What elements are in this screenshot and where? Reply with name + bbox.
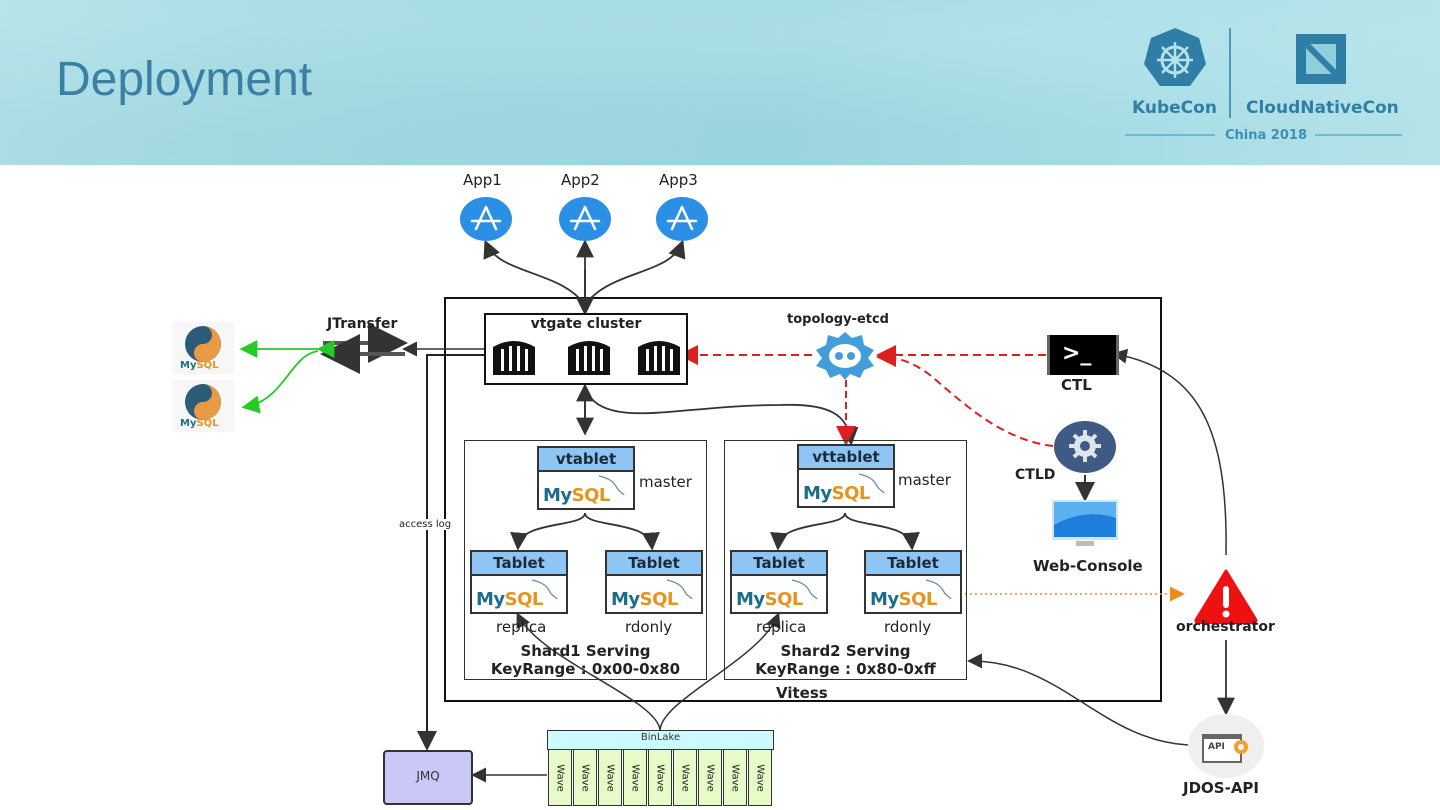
mysql-icon	[185, 326, 221, 362]
gear-icon	[1054, 421, 1116, 473]
shard1-keyrange: KeyRange : 0x00-0x80	[490, 660, 681, 678]
shard2-title: Shard2 Serving	[780, 642, 911, 660]
ctld-label: CTLD	[1015, 467, 1056, 483]
tablet-header: Tablet	[732, 552, 826, 576]
conference-logo: KubeCon CloudNativeCon China 2018	[1120, 20, 1420, 150]
external-mysql-1: MySQL	[172, 322, 234, 374]
jdos-api-label: JDOS-API	[1183, 779, 1259, 797]
mysql-logo: MySQL	[476, 589, 543, 610]
edge-vtgate-shard2	[586, 392, 859, 446]
vtgate-label: vtgate cluster	[530, 316, 642, 332]
shard2-replica-role: replica	[756, 618, 807, 636]
jmq-queue: JMQ	[383, 750, 473, 805]
mysql-logo: MySQL	[736, 589, 803, 610]
mysql-logo: MySQL	[803, 483, 870, 504]
header-banner	[0, 0, 1440, 165]
shard1-replica-role: replica	[496, 618, 547, 636]
mysql-icon	[185, 384, 221, 420]
binlake-header: BinLake	[547, 730, 774, 750]
wave-node: Wave	[698, 749, 722, 806]
shard1-title: Shard1 Serving	[520, 642, 651, 660]
tablet-header: Tablet	[607, 552, 701, 576]
slide-title: Deployment	[56, 53, 313, 106]
shard2-master-vttablet: vttablet MySQL	[797, 444, 895, 508]
wave-node: Wave	[548, 749, 572, 806]
tablet-header: Tablet	[866, 552, 960, 576]
monitor-icon	[1052, 500, 1118, 546]
etcd-robot-icon	[816, 332, 874, 380]
jtransfer-label: JTransfer	[327, 316, 398, 332]
binlake-label: BinLake	[640, 732, 681, 743]
api-gear-icon	[1234, 740, 1248, 754]
shard1-rdonly-tablet: Tablet MySQL	[605, 550, 703, 614]
app-store-icon	[559, 197, 611, 241]
mysql-sql: SQL	[196, 360, 219, 371]
shard2-rdonly-role: rdonly	[884, 618, 932, 636]
mysql-my: My	[180, 360, 197, 371]
warning-icon	[1194, 569, 1258, 624]
app-store-icon	[460, 197, 512, 241]
edge-vtgate-app3	[584, 239, 686, 306]
access-log-label: access log	[398, 519, 453, 530]
shard2-master-role: master	[898, 471, 951, 489]
app3-label: App3	[659, 171, 698, 189]
gate-icon	[638, 341, 680, 375]
wave-node: Wave	[748, 749, 772, 806]
shard2-rdonly-tablet: Tablet MySQL	[864, 550, 962, 614]
api-badge: API	[1208, 742, 1225, 752]
jdos-api-node: API	[1188, 714, 1264, 778]
ctl-label: CTL	[1061, 376, 1092, 394]
terminal-icon: >_	[1062, 341, 1092, 366]
event-subtitle: China 2018	[1225, 128, 1307, 143]
gate-icons	[493, 341, 680, 375]
external-mysql-2: MySQL	[172, 380, 234, 432]
mysql-logo: MySQL	[543, 485, 610, 506]
gate-icon	[568, 341, 610, 375]
shard2-keyrange: KeyRange : 0x80-0xff	[755, 660, 936, 678]
tablet-header: vtablet	[539, 448, 633, 472]
edge-ctld-topology	[876, 347, 1054, 447]
wave-node: Wave	[673, 749, 697, 806]
topology-label: topology-etcd	[787, 312, 889, 327]
jmq-label: JMQ	[416, 769, 440, 783]
kubecon-logo-icon	[1125, 28, 1402, 136]
shard1-replica-tablet: Tablet MySQL	[470, 550, 568, 614]
wave-node: Wave	[648, 749, 672, 806]
shard1-rdonly-role: rdonly	[625, 618, 673, 636]
vtgate-cluster: vtgate cluster	[484, 313, 688, 385]
app-store-icon	[656, 197, 708, 241]
mysql-sql: SQL	[196, 418, 219, 429]
tablet-header: Tablet	[472, 552, 566, 576]
mysql-logo: MySQL	[611, 589, 678, 610]
kubecon-label: KubeCon	[1132, 98, 1217, 118]
web-console-label: Web-Console	[1033, 557, 1143, 575]
shard1-master-vtablet: vtablet MySQL	[537, 446, 635, 510]
cloudnativecon-label: CloudNativeCon	[1246, 98, 1399, 118]
wave-node: Wave	[598, 749, 622, 806]
edge-jdos-shard2	[967, 653, 1189, 746]
gate-icon	[493, 341, 535, 375]
shard1-master-role: master	[639, 473, 692, 491]
wave-node: Wave	[623, 749, 647, 806]
app2-label: App2	[561, 171, 600, 189]
wave-node: Wave	[723, 749, 747, 806]
mysql-my: My	[180, 418, 197, 429]
mysql-logo: MySQL	[870, 589, 937, 610]
ctl-terminal: >_	[1047, 335, 1119, 375]
orchestrator-label: orchestrator	[1176, 619, 1275, 635]
edge-vtgate-app1	[483, 239, 586, 306]
shard2-replica-tablet: Tablet MySQL	[730, 550, 828, 614]
edge-jtransfer-mysql2	[241, 350, 319, 414]
edge-orchestrator-ctl	[1112, 348, 1227, 556]
wave-node: Wave	[573, 749, 597, 806]
vitess-label: Vitess	[776, 684, 828, 702]
tablet-header: vttablet	[799, 446, 893, 470]
app1-label: App1	[463, 171, 502, 189]
